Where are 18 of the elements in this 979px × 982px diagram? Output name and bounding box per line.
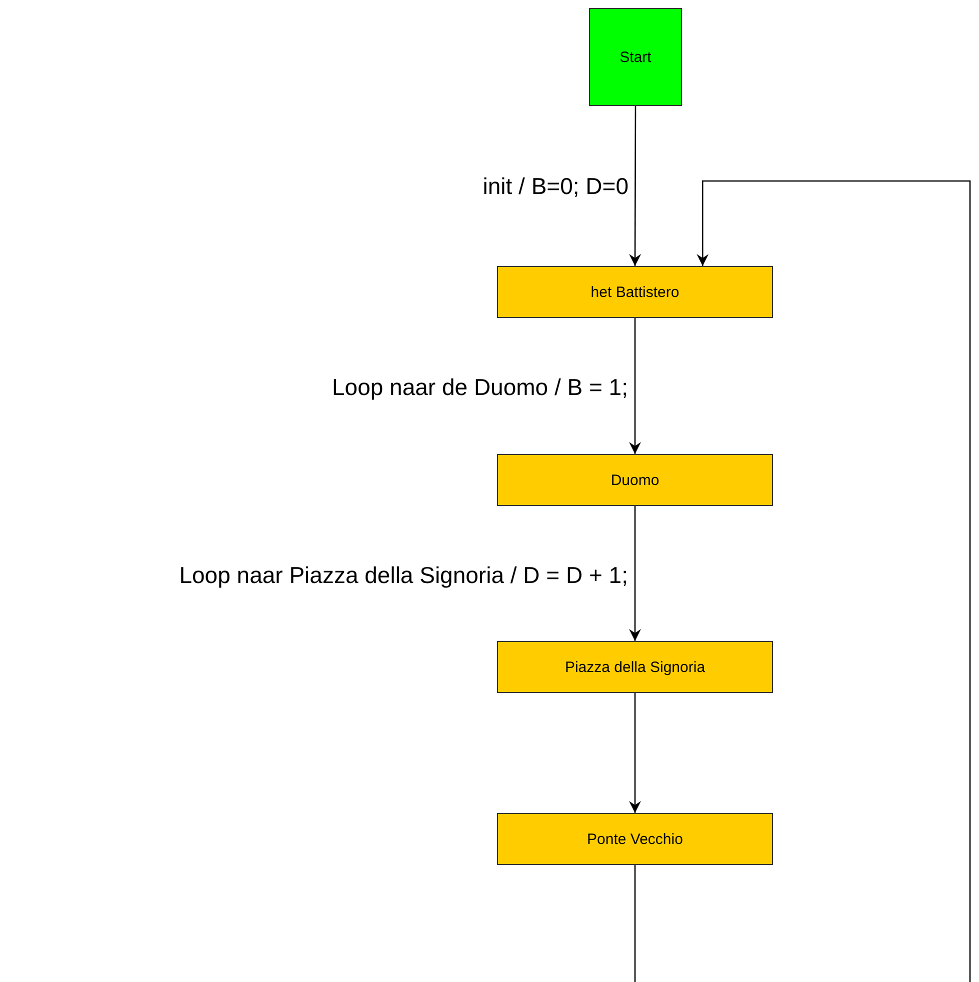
arrow bbox=[629, 693, 641, 813]
state-name: Ponte Vecchio bbox=[587, 830, 683, 848]
state-box bbox=[497, 454, 773, 506]
arrow bbox=[629, 506, 641, 641]
edge-label: init / B=0; D=0 bbox=[482, 175, 628, 198]
start-box bbox=[589, 8, 682, 106]
state-name: Start bbox=[620, 48, 652, 66]
arrow bbox=[629, 318, 641, 454]
state-box bbox=[497, 641, 773, 693]
state-box bbox=[497, 813, 773, 865]
state-name: Duomo bbox=[610, 472, 660, 488]
state-name: het Battistero bbox=[590, 284, 680, 300]
state-name: Piazza della Signoria bbox=[564, 658, 706, 676]
arrow bbox=[634, 180, 971, 982]
arrow bbox=[629, 106, 642, 266]
state-box bbox=[497, 266, 773, 318]
edge-label: Loop naar de Duomo / B = 1; bbox=[332, 376, 628, 399]
edge-label: Loop naar Piazza della Signoria / D = D + 1; bbox=[179, 564, 628, 587]
